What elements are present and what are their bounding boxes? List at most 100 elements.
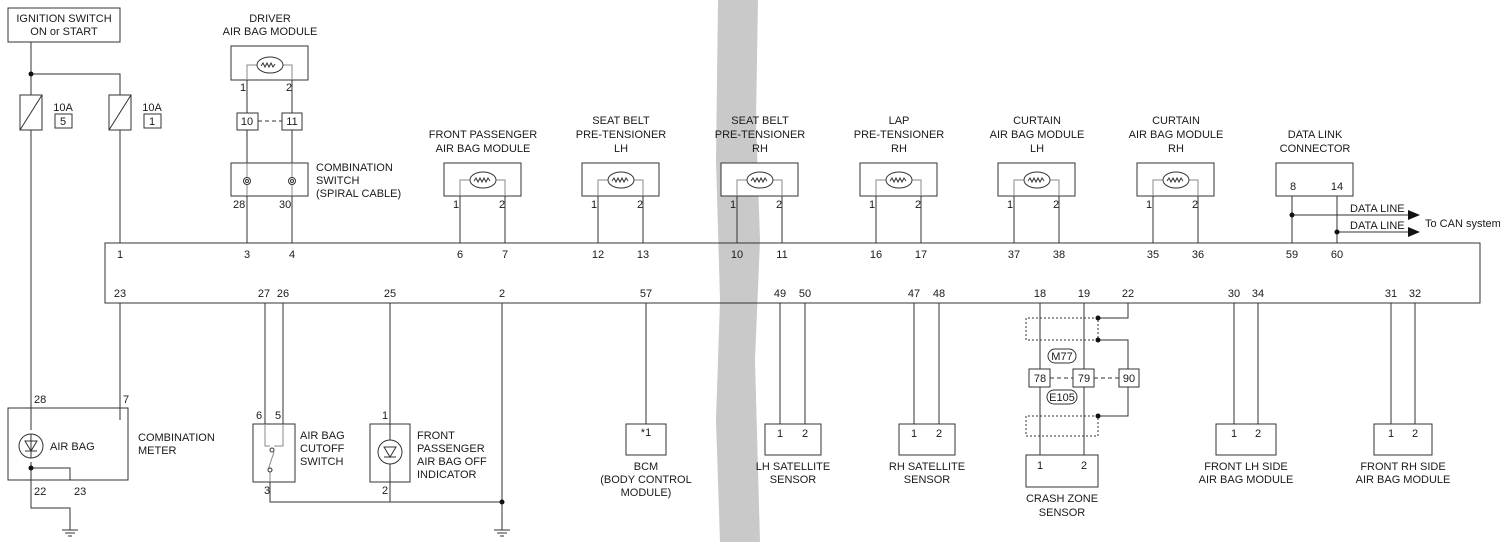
sensor-label: SENSOR: [770, 474, 817, 486]
spiral-cable-icon: [288, 177, 296, 185]
control-unit-pin: 10: [731, 249, 743, 261]
module-label: LAP: [889, 115, 910, 127]
control-unit-pin: 31: [1385, 288, 1397, 300]
ignition-label-2: ON or START: [30, 26, 98, 38]
fuse-number: 1: [149, 116, 155, 128]
pin-label: 2: [776, 199, 782, 211]
driver-airbag-module: DRIVER AIR BAG MODULE 1 2: [223, 13, 318, 94]
pin-label: 1: [453, 199, 459, 211]
airbag-indicator-label: AIR BAG: [50, 441, 95, 453]
driver-airbag-label-2: AIR BAG MODULE: [223, 26, 318, 38]
module-label: FRONT PASSENGER: [429, 129, 537, 141]
control-unit-pin: 18: [1034, 288, 1046, 300]
crash-zone-label-2: SENSOR: [1039, 507, 1086, 519]
module-label: AIR BAG MODULE: [1129, 129, 1224, 141]
pin-label: 1: [730, 199, 736, 211]
pin-label: 1: [1037, 460, 1043, 472]
combination-meter-label-1: COMBINATION: [138, 432, 215, 444]
connector-pin: 90: [1123, 373, 1135, 385]
pin-label: 8: [1290, 181, 1296, 193]
pin-label: 3: [264, 485, 270, 497]
pin-label: 1: [1388, 428, 1394, 440]
pin-label: 22: [34, 486, 46, 498]
control-unit-pin: 13: [637, 249, 649, 261]
module-label: AIR BAG MODULE: [436, 143, 531, 155]
control-unit-pin: 3: [244, 249, 250, 261]
module-label: RH: [1168, 143, 1184, 155]
ground-icon: [494, 529, 510, 537]
control-unit-pin: 23: [114, 288, 126, 300]
ignition-label-1: IGNITION SWITCH: [16, 13, 111, 25]
front-passenger-airbag: FRONT PASSENGER AIR BAG MODULE 1 2: [429, 129, 537, 243]
combination-switch-label-3: (SPIRAL CABLE): [316, 188, 401, 200]
control-unit-pin: 59: [1286, 249, 1298, 261]
bcm-mark: *1: [641, 427, 651, 439]
module-label: LH: [1030, 143, 1044, 155]
module-label: RH: [752, 143, 768, 155]
pin-label: 1: [1231, 428, 1237, 440]
bcm-label-3: MODULE): [621, 487, 672, 499]
cutoff-switch-label-3: SWITCH: [300, 456, 343, 468]
data-link-label-2: CONNECTOR: [1280, 143, 1351, 155]
connector-pin: 11: [286, 116, 297, 128]
control-unit-pin: 50: [799, 288, 811, 300]
pin-label: 1: [777, 428, 783, 440]
pin-label: 1: [382, 410, 388, 422]
control-unit-pin: 60: [1331, 249, 1343, 261]
module-label: PRE-TENSIONER: [854, 129, 945, 141]
connector-pin: 10: [241, 116, 253, 128]
combination-switch-label-1: COMBINATION: [316, 162, 393, 174]
cutoff-switch-label-2: CUTOFF: [300, 443, 345, 455]
data-line-label: DATA LINE: [1350, 203, 1405, 215]
control-unit-pin: 36: [1192, 249, 1204, 261]
control-unit-pin: 47: [908, 288, 920, 300]
module-label: SEAT BELT: [731, 115, 789, 127]
control-unit-pin: 6: [457, 249, 463, 261]
combination-switch: 28 30 COMBINATION SWITCH (SPIRAL CABLE): [230, 162, 401, 211]
control-unit-pin: 17: [915, 249, 927, 261]
pin-label: 2: [499, 199, 505, 211]
data-line-label: DATA LINE: [1350, 220, 1405, 232]
control-unit-pin: 7: [502, 249, 508, 261]
pin-label: 2: [1053, 199, 1059, 211]
connector-pin: 78: [1034, 373, 1046, 385]
sensor-label: SENSOR: [904, 474, 951, 486]
control-unit-pin: 37: [1008, 249, 1020, 261]
module-label: PRE-TENSIONER: [576, 129, 667, 141]
bcm-label-1: BCM: [634, 461, 658, 473]
connector-id: M77: [1051, 351, 1072, 363]
pin-label: 28: [34, 394, 46, 406]
control-unit-pin: 49: [774, 288, 786, 300]
connector-pin: 79: [1078, 373, 1090, 385]
pin-label: 2: [382, 485, 388, 497]
pin-label: 7: [123, 394, 129, 406]
fuse-rating: 10A: [142, 102, 162, 114]
pin-label: 1: [240, 82, 246, 94]
spiral-cable-icon: [243, 177, 251, 185]
control-unit-pin: 48: [933, 288, 945, 300]
control-unit-pin: 30: [1228, 288, 1240, 300]
front-passenger-airbag-off-indicator: 1 2 FRONT PASSENGER AIR BAG OFF INDICATO…: [369, 303, 487, 497]
pin-label: 14: [1331, 181, 1343, 193]
sensor-label: LH SATELLITE: [756, 461, 830, 473]
fuse-rating: 10A: [53, 102, 73, 114]
control-unit-pin: 27: [258, 288, 270, 300]
pin-label: 2: [802, 428, 808, 440]
off-indicator-label-2: PASSENGER: [417, 443, 485, 455]
connector-id: E105: [1049, 392, 1075, 404]
pin-label: 2: [1192, 199, 1198, 211]
pin-label: 6: [256, 410, 262, 422]
airbag-cutoff-switch: 6 5 3 AIR BAG CUTOFF SWITCH: [252, 303, 345, 497]
page-fold-band: [716, 0, 760, 542]
pin-label: 1: [1007, 199, 1013, 211]
combination-meter: 28 7 AIR BAG 22 23 COMBINATION METER: [7, 394, 215, 530]
arrow-right-icon: [1408, 227, 1420, 237]
pin-label: 2: [637, 199, 643, 211]
